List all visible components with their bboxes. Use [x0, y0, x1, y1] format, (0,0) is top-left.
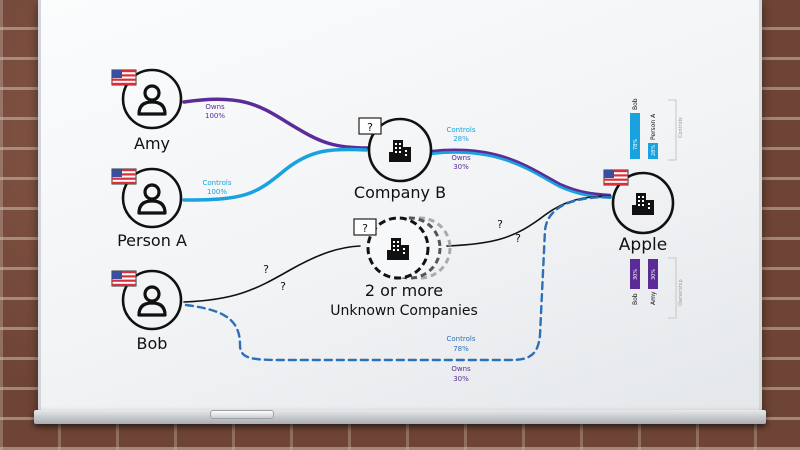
question-mark: ?: [515, 232, 521, 245]
edge-persona-to-companyb: [182, 147, 368, 202]
edge-amy-to-companyb: [182, 97, 370, 150]
bob-controls-text: Controls: [447, 335, 476, 343]
ownership-bar-label-bob: Bob: [632, 293, 639, 305]
controls-bar-bob: [630, 113, 640, 159]
controls-bar-label-bob: Bob: [632, 98, 639, 110]
bob-controls-pct: 78%: [453, 345, 469, 353]
unknown-flag-box: [358, 117, 382, 135]
label-person-a: Person A: [117, 231, 187, 250]
controls-bar-person-a: [648, 143, 658, 159]
mini-chart-ownership: 30% 30% Bob Amy Ownership: [630, 257, 684, 319]
question-marks: ? ? ? ?: [263, 218, 521, 293]
edge-bob-to-apple-dashed: [184, 195, 612, 362]
person-icon: [137, 285, 167, 317]
amy-owns-text: Owns: [205, 103, 225, 111]
label-amy: Amy: [134, 134, 170, 153]
node-apple: [603, 169, 675, 235]
ownership-bar-value-amy: 30%: [651, 269, 657, 280]
us-flag-icon: [111, 168, 137, 185]
companyb-controls-pct: 28%: [453, 135, 469, 143]
label-bob: Bob: [137, 334, 168, 353]
ownership-bar-amy: [648, 259, 658, 289]
node-amy: [111, 68, 183, 130]
ownership-bar-label-amy: Amy: [650, 291, 657, 305]
ownership-bar-value-bob: 30%: [633, 269, 639, 280]
amy-owns-pct: 100%: [205, 112, 225, 120]
controls-caption: Controls: [678, 117, 684, 138]
node-bob: [111, 269, 183, 331]
person-icon: [137, 84, 167, 116]
building-icon: [389, 140, 411, 162]
node-unknown-companies: ?: [353, 216, 452, 280]
us-flag-icon: [111, 69, 137, 86]
node-company-b: ?: [358, 117, 433, 183]
question-mark: ?: [497, 218, 503, 231]
persona-controls-text: Controls: [203, 179, 232, 187]
bob-owns-text: Owns: [451, 365, 471, 373]
us-flag-icon: [111, 270, 137, 287]
mini-chart-controls: Bob Person A 78% 28% Controls: [630, 98, 684, 161]
controls-bar-value-bob: 78%: [633, 139, 639, 150]
edge-bob-to-unknown: [183, 245, 361, 303]
bob-owns-pct: 30%: [453, 375, 469, 383]
edge-companyb-to-apple-blue: [430, 149, 612, 199]
label-unknown-line2: Unknown Companies: [330, 303, 478, 319]
person-icon: [137, 183, 167, 215]
companyb-controls-text: Controls: [447, 126, 476, 134]
edge-unknown-to-apple: [446, 195, 611, 247]
label-unknown-line1: 2 or more: [365, 281, 443, 300]
companyb-owns-pct: 30%: [453, 163, 469, 171]
marker: [210, 410, 274, 419]
company-b-question: ?: [367, 121, 373, 134]
unknown-flag-box: [353, 218, 377, 236]
edge-annotations: Owns 100% Controls 100% Controls 28% Own…: [203, 103, 476, 383]
node-person-a: [111, 167, 183, 229]
unknown-question: ?: [362, 222, 368, 235]
label-apple: Apple: [619, 235, 667, 255]
building-icon: [632, 193, 654, 215]
edge-companyb-to-apple-purple: [430, 148, 612, 197]
controls-bar-label-person-a: Person A: [650, 113, 657, 140]
us-flag-icon: [603, 169, 629, 186]
ownership-bar-bob: [630, 259, 640, 289]
controls-bar-value-person-a: 28%: [651, 145, 657, 156]
question-mark: ?: [263, 263, 269, 276]
label-company-b: Company B: [354, 183, 446, 202]
question-mark: ?: [280, 280, 286, 293]
persona-controls-pct: 100%: [207, 188, 227, 196]
ownership-caption: Ownership: [678, 279, 684, 306]
companyb-owns-text: Owns: [451, 154, 471, 162]
